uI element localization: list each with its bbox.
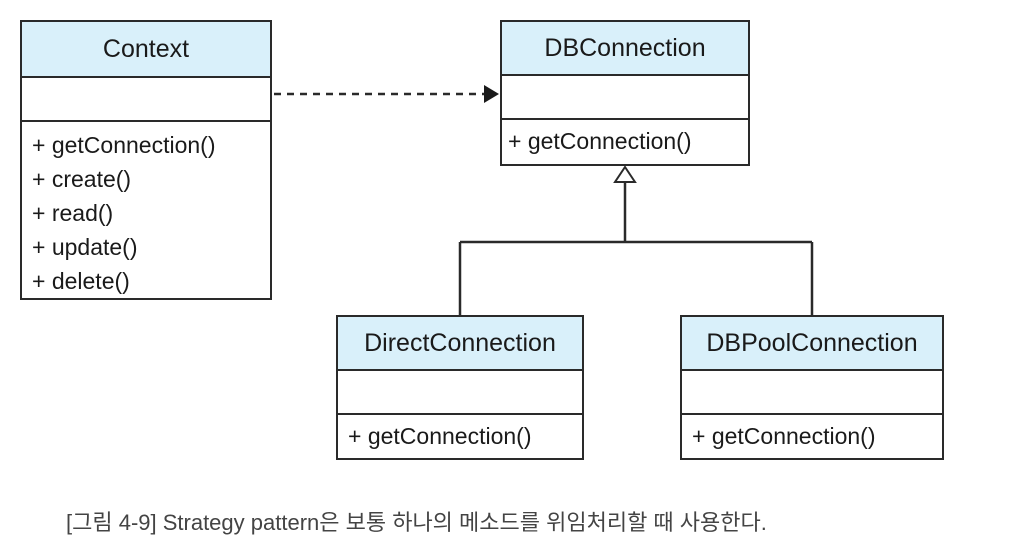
dbconnection-attributes (502, 76, 748, 120)
operation: + getConnection() (32, 132, 216, 158)
operation: + getConnection() (508, 128, 692, 154)
context-class-name: Context (22, 22, 270, 78)
dbpoolconnection-attributes (682, 371, 942, 415)
dbpoolconnection-class-name: DBPoolConnection (682, 317, 942, 371)
operation: + delete() (32, 268, 130, 294)
dbconnection-class: DBConnection + getConnection() (500, 20, 750, 166)
directconnection-class: DirectConnection + getConnection() (336, 315, 584, 460)
operation: + create() (32, 166, 132, 192)
directconnection-attributes (338, 371, 582, 415)
dependency-arrowhead (484, 85, 499, 103)
dbpoolconnection-class: DBPoolConnection + getConnection() (680, 315, 944, 460)
operation: + update() (32, 234, 138, 260)
dbconnection-class-name: DBConnection (502, 22, 748, 76)
operation: + getConnection() (692, 423, 876, 449)
context-operations: + getConnection() + create() + read() + … (22, 122, 270, 298)
directconnection-operations: + getConnection() (338, 415, 582, 453)
context-class: Context + getConnection() + create() + r… (20, 20, 272, 300)
dbpoolconnection-operations: + getConnection() (682, 415, 942, 453)
inheritance-triangle (613, 165, 637, 183)
directconnection-class-name: DirectConnection (338, 317, 582, 371)
figure-caption: [그림 4-9] Strategy pattern은 보통 하나의 메소드를 위… (66, 510, 767, 535)
context-attributes (22, 78, 270, 122)
dbconnection-operations: + getConnection() (502, 120, 748, 158)
operation: + read() (32, 200, 114, 226)
operation: + getConnection() (348, 423, 532, 449)
